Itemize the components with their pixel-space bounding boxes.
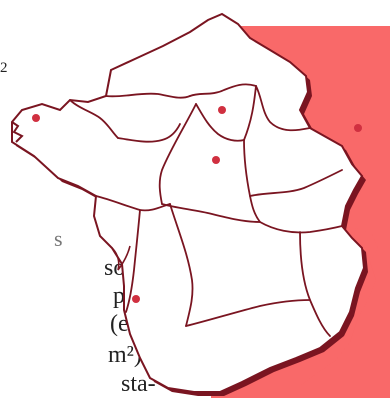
superscript-two: 2 [0, 60, 8, 76]
border-north-idf [189, 83, 257, 97]
border-idf-center [195, 103, 245, 142]
border-burgundy-east [249, 169, 343, 197]
city-marker-bordeaux [132, 295, 140, 303]
city-marker-paris [218, 106, 226, 114]
border-north-east [255, 85, 311, 132]
city-marker-strasbourg [354, 124, 362, 132]
border-south-rhone [259, 221, 343, 234]
city-marker-rennes [32, 114, 40, 122]
text-fragment-s: s [54, 226, 63, 251]
coast-brittany [11, 121, 24, 143]
border-aquitaine-occitanie [169, 203, 194, 327]
border-aquitaine-west [125, 209, 141, 313]
city-marker-orleans [212, 156, 220, 164]
border-west-center [117, 123, 181, 143]
border-normandy-north [105, 92, 191, 99]
border-normandy-brittany [69, 99, 119, 139]
border-idf-east [243, 85, 257, 141]
border-center-south [161, 203, 261, 223]
coast-notch [111, 245, 131, 271]
land-body [11, 12, 366, 393]
border-center-line [158, 103, 197, 205]
region-borders [69, 83, 343, 337]
border-occitanie-paca [185, 299, 311, 327]
